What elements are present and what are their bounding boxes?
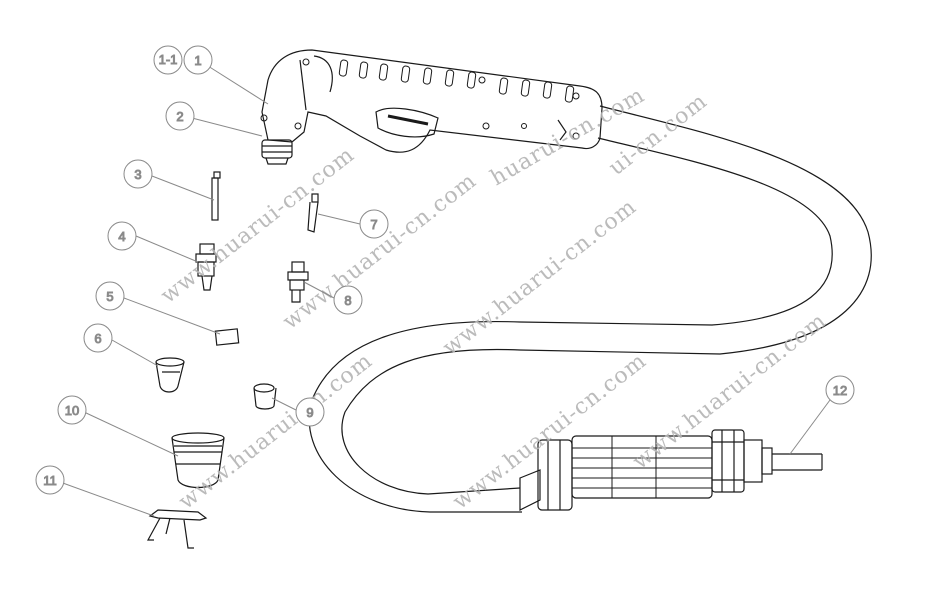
callout-2: 2	[165, 101, 195, 131]
watermark: www.huarui-cn.com	[628, 308, 831, 474]
handle-grip-slots	[338, 59, 575, 103]
callout-label: 1	[194, 53, 201, 68]
callout-6: 6	[83, 323, 113, 353]
callout-1: 1	[183, 45, 213, 75]
part-7-electrode	[307, 193, 319, 233]
part-2-head-seat	[261, 139, 293, 165]
callout-10: 10	[57, 395, 87, 425]
callout-label: 6	[94, 331, 101, 346]
callout-label: 12	[833, 383, 847, 398]
part-9-tip	[253, 383, 277, 410]
callout-label: 2	[176, 109, 183, 124]
callout-8: 8	[333, 285, 363, 315]
watermark: www.huarui-cn.com	[448, 348, 651, 514]
part-11-standoff-guide	[146, 509, 208, 549]
connector-ribs	[572, 436, 712, 498]
watermark: www.huarui-cn.com	[438, 194, 641, 360]
part-4-diffuser	[195, 243, 217, 291]
watermarks: www.huarui-cn.com www.huarui-cn.com www.…	[156, 83, 831, 515]
callout-9: 9	[295, 397, 325, 427]
part-5-insert	[214, 328, 240, 346]
callout-3: 3	[123, 159, 153, 189]
callout-label: 7	[370, 217, 377, 232]
callout-label: 3	[134, 167, 141, 182]
callout-11: 11	[35, 465, 65, 495]
callout-label: 11	[43, 473, 57, 488]
part-8-swirl-ring	[287, 261, 309, 303]
torch-body	[260, 49, 603, 153]
callout-leaders	[59, 65, 831, 517]
part-6-nozzle	[155, 357, 185, 393]
callout-label: 5	[106, 289, 113, 304]
callout-label: 4	[118, 229, 125, 244]
callout-label: 10	[65, 403, 79, 418]
handle-screws	[260, 58, 580, 140]
callout-label: 9	[306, 405, 313, 420]
callout-12: 12	[825, 375, 855, 405]
callout-4: 4	[107, 221, 137, 251]
watermark: www.huarui-cn.com	[174, 348, 377, 514]
part-3-electrode	[211, 171, 221, 221]
torch-cable	[308, 105, 872, 513]
part-12-connector	[519, 429, 823, 511]
callout-label: 1-1	[159, 52, 178, 67]
callout-label: 8	[344, 293, 351, 308]
callout-7: 7	[359, 209, 389, 239]
callouts: 1-1 1 2 3 4 5 6 7	[35, 45, 855, 495]
part-10-shield-cup	[171, 432, 225, 489]
callout-5: 5	[95, 281, 125, 311]
callout-1-1: 1-1	[153, 45, 183, 75]
